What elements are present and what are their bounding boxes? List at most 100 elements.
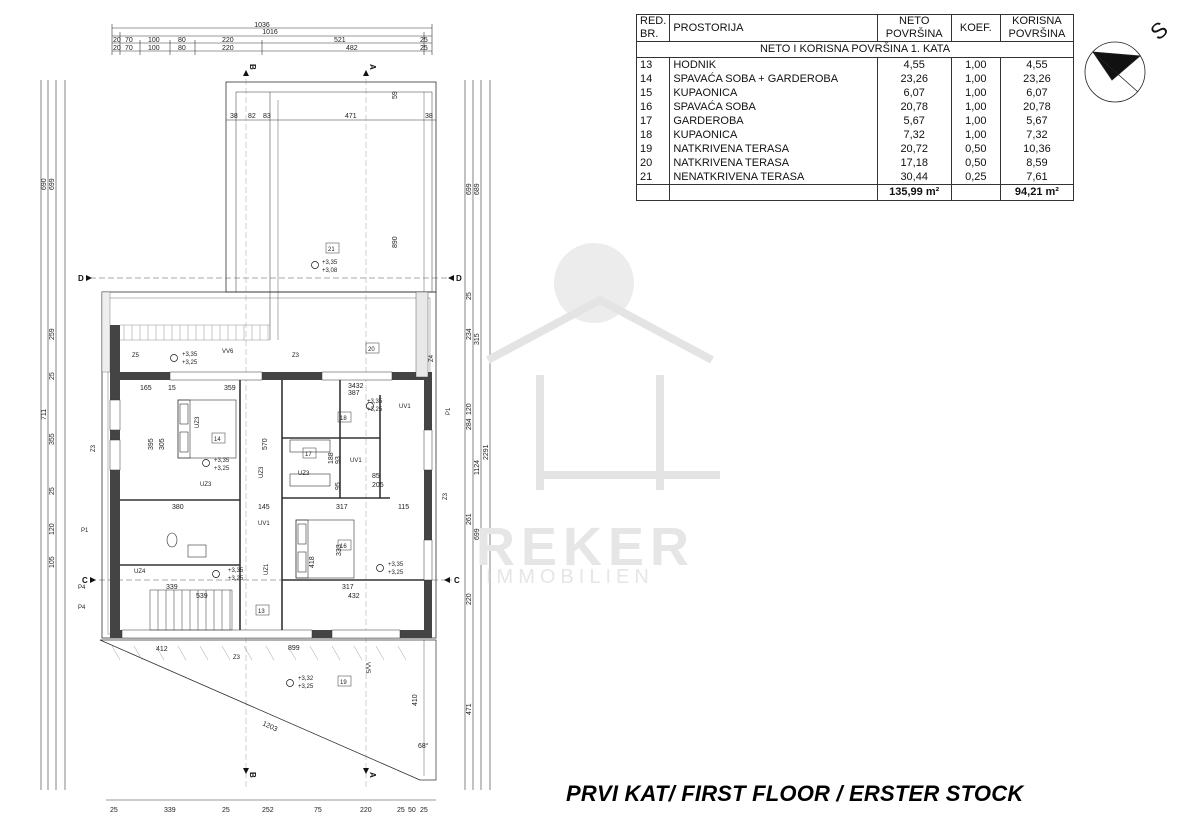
table-cell-korisna: 10,36	[999, 142, 1075, 156]
svg-text:25: 25	[222, 807, 230, 814]
svg-text:25: 25	[397, 807, 405, 814]
svg-text:VV6: VV6	[222, 349, 234, 355]
interior-partitions	[120, 380, 424, 630]
svg-text:339: 339	[164, 807, 176, 814]
svg-text:120: 120	[466, 403, 473, 415]
svg-text:15: 15	[168, 385, 176, 392]
section-arrow-icon	[363, 768, 369, 774]
svg-text:699: 699	[466, 183, 473, 195]
svg-text:UZ1: UZ1	[264, 563, 270, 575]
svg-text:317: 317	[342, 584, 354, 591]
svg-text:355: 355	[49, 433, 56, 445]
dim-top-row3: 20 70 100 80 220 521 25	[113, 37, 428, 44]
pergola-slats	[123, 325, 269, 340]
svg-text:711: 711	[41, 409, 48, 420]
building-walls	[101, 291, 437, 639]
svg-text:220: 220	[222, 45, 234, 52]
section-arrow-icon	[243, 70, 249, 76]
table-cell-koef: 1,00	[950, 57, 1001, 72]
svg-text:Z3: Z3	[91, 444, 97, 452]
section-arrow-icon	[444, 577, 450, 583]
table-cell-nr: 18	[635, 128, 671, 142]
dim-top-total: 1036	[254, 22, 270, 29]
svg-text:305: 305	[159, 438, 166, 450]
table-cell-korisna: 6,07	[999, 86, 1075, 100]
svg-text:Z3: Z3	[292, 353, 300, 359]
sink-icon	[187, 544, 207, 558]
side-dimension-lines	[40, 80, 491, 790]
bed-room-14	[177, 399, 237, 459]
right-vertical-dims: 699 689 2291 1124 699 234 315 284 120 26…	[466, 183, 490, 715]
watermark-brand: REKER	[476, 517, 696, 577]
svg-text:83: 83	[263, 113, 271, 120]
table-cell-nr: 19	[635, 142, 671, 156]
terrace-hatch	[111, 645, 407, 661]
level-markers	[170, 354, 384, 687]
svg-text:85: 85	[372, 473, 380, 480]
table-cell-koef: 0,50	[950, 142, 1001, 156]
terrace-dims: 38 82 83 471 38 59 890	[230, 91, 433, 248]
table-cell-neto: 23,26	[876, 72, 952, 86]
table-cell-neto: 17,18	[876, 156, 952, 170]
level-marker-icon	[311, 261, 319, 269]
svg-text:890: 890	[392, 236, 399, 248]
svg-text:570: 570	[262, 438, 269, 450]
svg-text:+3,35: +3,35	[322, 260, 338, 266]
area-table: NETO I KORISNA POVRŠINA 1. KATA RED.BR. …	[635, 14, 1075, 201]
svg-text:2291: 2291	[483, 444, 490, 460]
svg-text:+3,25: +3,25	[182, 360, 198, 366]
svg-text:95: 95	[335, 482, 342, 490]
svg-text:220: 220	[466, 593, 473, 605]
svg-text:471: 471	[466, 703, 473, 715]
svg-text:25: 25	[110, 807, 118, 814]
section-label-b-top: B	[248, 64, 257, 70]
svg-text:80: 80	[178, 37, 186, 44]
svg-text:+3,35: +3,35	[367, 399, 383, 405]
table-cell-name: SPAVAĆA SOBA + GARDEROBA	[669, 72, 878, 86]
svg-text:25: 25	[49, 372, 56, 380]
svg-text:Z4: Z4	[429, 354, 435, 362]
room-tag-18: 18	[340, 416, 347, 422]
table-cell-korisna: 7,32	[999, 128, 1075, 142]
section-arrow-icon	[363, 70, 369, 76]
room-tag-14: 14	[214, 437, 221, 443]
room-tag-13: 13	[258, 609, 265, 615]
table-cell-nr: 21	[635, 170, 671, 185]
svg-text:261: 261	[466, 513, 473, 525]
table-cell-nr: 14	[635, 72, 671, 86]
svg-text:UZ3: UZ3	[200, 482, 212, 488]
section-label-b-bottom: B	[248, 772, 257, 778]
room-tag-20: 20	[368, 347, 375, 353]
svg-text:+3,32: +3,32	[298, 676, 314, 682]
svg-text:105: 105	[49, 556, 56, 568]
header-koef: KOEF.	[950, 14, 1001, 42]
table-total-row: 135,99 m² 94,21 m²	[635, 184, 1075, 201]
svg-text:25: 25	[466, 292, 473, 300]
room-tag-17: 17	[305, 452, 312, 458]
svg-text:115: 115	[398, 504, 409, 511]
table-cell-name: GARDEROBA	[669, 114, 878, 128]
dim-top-inner: 1016	[262, 29, 278, 36]
table-cell-nr: 17	[635, 114, 671, 128]
svg-text:UZ3: UZ3	[195, 416, 201, 428]
svg-text:P4: P4	[78, 585, 86, 591]
svg-text:539: 539	[196, 593, 208, 600]
svg-text:359: 359	[224, 385, 236, 392]
svg-text:+3,25: +3,25	[388, 570, 404, 576]
svg-text:165: 165	[140, 385, 152, 392]
watermark-logo-icon	[486, 243, 720, 490]
table-cell-nr: 20	[635, 156, 671, 170]
svg-text:70: 70	[125, 45, 133, 52]
table-cell-koef: 1,00	[950, 114, 1001, 128]
svg-text:82: 82	[248, 113, 256, 120]
table-cell-neto: 30,44	[876, 170, 952, 185]
svg-text:38: 38	[425, 113, 433, 120]
